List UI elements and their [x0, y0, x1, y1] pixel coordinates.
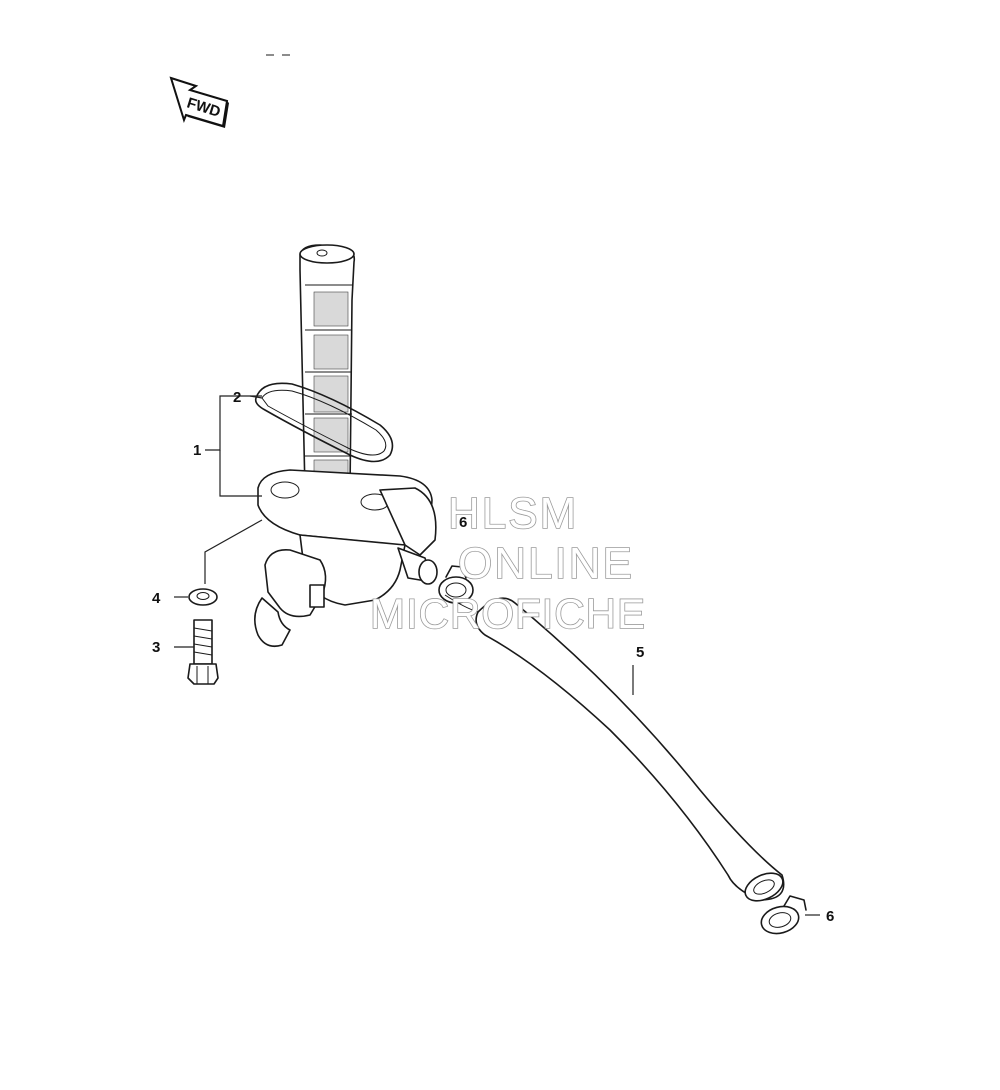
callout-4: 4 — [152, 590, 161, 607]
callout-3: 3 — [152, 639, 160, 656]
callout-5: 5 — [636, 644, 644, 661]
watermark-line-2: ONLINE — [458, 539, 634, 588]
callout-6-upper: 6 — [459, 514, 467, 531]
callout-6-lower: 6 — [826, 908, 834, 925]
bolt — [187, 619, 219, 685]
o-ring — [254, 382, 394, 463]
fuel-hose — [444, 594, 785, 902]
callout-1: 1 — [193, 442, 201, 459]
watermark-line-1: HLSM — [448, 489, 578, 538]
washer — [188, 588, 218, 606]
fuel-cock-body — [254, 469, 438, 648]
callout-2: 2 — [233, 389, 241, 406]
leader-lines — [174, 395, 820, 916]
watermark-line-3: MICROFICHE — [370, 590, 646, 637]
hose-clip-lower — [760, 895, 807, 935]
watermark: HLSM ONLINE MICROFICHE — [369, 488, 646, 638]
fwd-arrow-icon: FWD — [169, 76, 229, 128]
